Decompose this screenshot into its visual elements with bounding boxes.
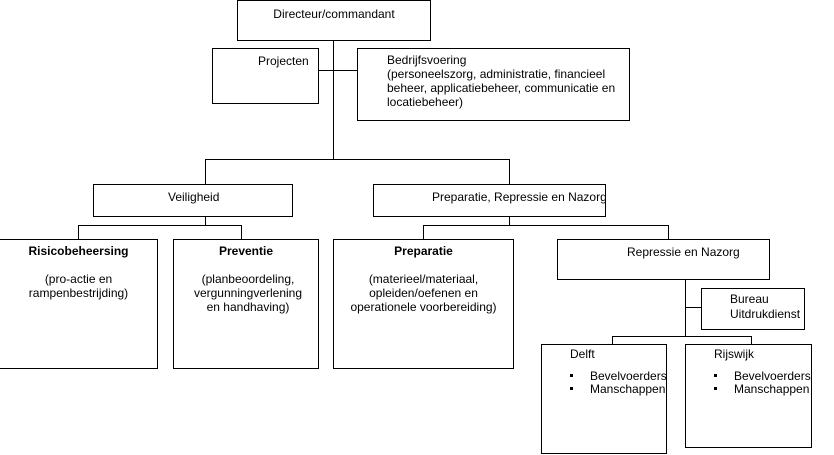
connector-veiligheid-drop [205,159,206,185]
connector-preparatie-drop [423,225,424,239]
node-rijswijk-list: Bevelvoerders Manschappen [708,370,811,396]
node-projecten: Projecten [212,48,319,104]
node-preventie-line-2: vergunningverlening [193,286,303,300]
node-repressie-nazorg-label: Repressie en Nazorg [627,245,740,259]
node-preventie-line-3: en handhaving) [206,300,290,314]
connector-prep-down [509,216,510,225]
node-preventie-title: Preventie [218,244,274,258]
node-rijswijk-item-2: Manschappen [708,383,811,396]
connector-projecten [318,70,358,71]
connector-repressie-drop [668,225,669,239]
connector-prep-bar [423,225,669,226]
node-risicobeheersing-line-2: rampenbestrijding) [28,286,129,300]
node-director: Directeur/commandant [237,0,431,41]
connector-level2-bar [205,159,510,160]
node-risicobeheersing-title: Risicobeheersing [28,244,129,258]
node-bedrijfsvoering-line-1: (personeelszorg, administratie, financie… [387,67,606,81]
node-repressie-nazorg: Repressie en Nazorg [557,239,770,280]
node-risicobeheersing: Risicobeheersing (pro-actie en rampenbes… [0,239,158,369]
node-preparatie-line-2: opleiden/oefenen en [369,286,478,300]
node-veiligheid: Veiligheid [93,184,293,217]
node-risicobeheersing-line-1: (pro-actie en [44,272,113,286]
connector-veiligheid-bar [78,225,242,226]
node-rijswijk-item-1: Bevelvoerders [708,370,811,383]
node-delft: Delft Bevelvoerders Manschappen [541,344,667,454]
node-director-label: Directeur/commandant [273,7,395,21]
connector-veiligheid-down [205,216,206,225]
node-bedrijfsvoering-title: Bedrijfsvoering [387,53,467,67]
node-preparatie-title: Preparatie [394,244,453,258]
node-prep-rep-nazorg: Preparatie, Repressie en Nazorg [373,184,607,217]
node-delft-item-1: Bevelvoerders [564,370,667,383]
node-bedrijfsvoering: Bedrijfsvoering (personeelszorg, adminis… [357,48,630,121]
node-veiligheid-label: Veiligheid [168,190,220,204]
node-bedrijfsvoering-line-3: locatiebeheer) [387,95,464,109]
node-preparatie-line-3: operationele voorbereiding) [350,300,497,314]
connector-bureau [685,307,701,308]
node-preparatie-line-1: (materieel/materiaal, [368,272,479,286]
node-preventie: Preventie (planbeoordeling, vergunningve… [173,239,319,369]
connector-preventie-drop [241,225,242,239]
connector-risico-drop [78,225,79,239]
node-bureau-line-2: Uitdrukdienst [730,307,801,321]
node-preventie-line-1: (planbeoordeling, [201,272,295,286]
node-delft-list: Bevelvoerders Manschappen [564,370,667,396]
node-delft-item-2: Manschappen [564,383,667,396]
node-preparatie: Preparatie (materieel/materiaal, opleide… [333,239,514,369]
node-rijswijk-title: Rijswijk [714,347,754,361]
connector-rijswijk-drop [751,336,752,344]
connector-prep-drop [509,159,510,185]
connector-kazernes-bar [612,336,752,337]
connector-delft-drop [612,336,613,344]
node-projecten-label: Projecten [258,54,309,68]
node-bureau-uitdrukdienst: Bureau Uitdrukdienst [701,288,805,330]
node-bureau-line-1: Bureau [730,292,769,306]
node-prep-rep-nazorg-label: Preparatie, Repressie en Nazorg [432,190,607,204]
node-rijswijk: Rijswijk Bevelvoerders Manschappen [685,344,812,448]
node-delft-title: Delft [570,347,595,361]
connector-director-trunk [333,40,334,159]
node-bedrijfsvoering-line-2: beheer, applicatiebeheer, communicatie e… [387,81,616,95]
